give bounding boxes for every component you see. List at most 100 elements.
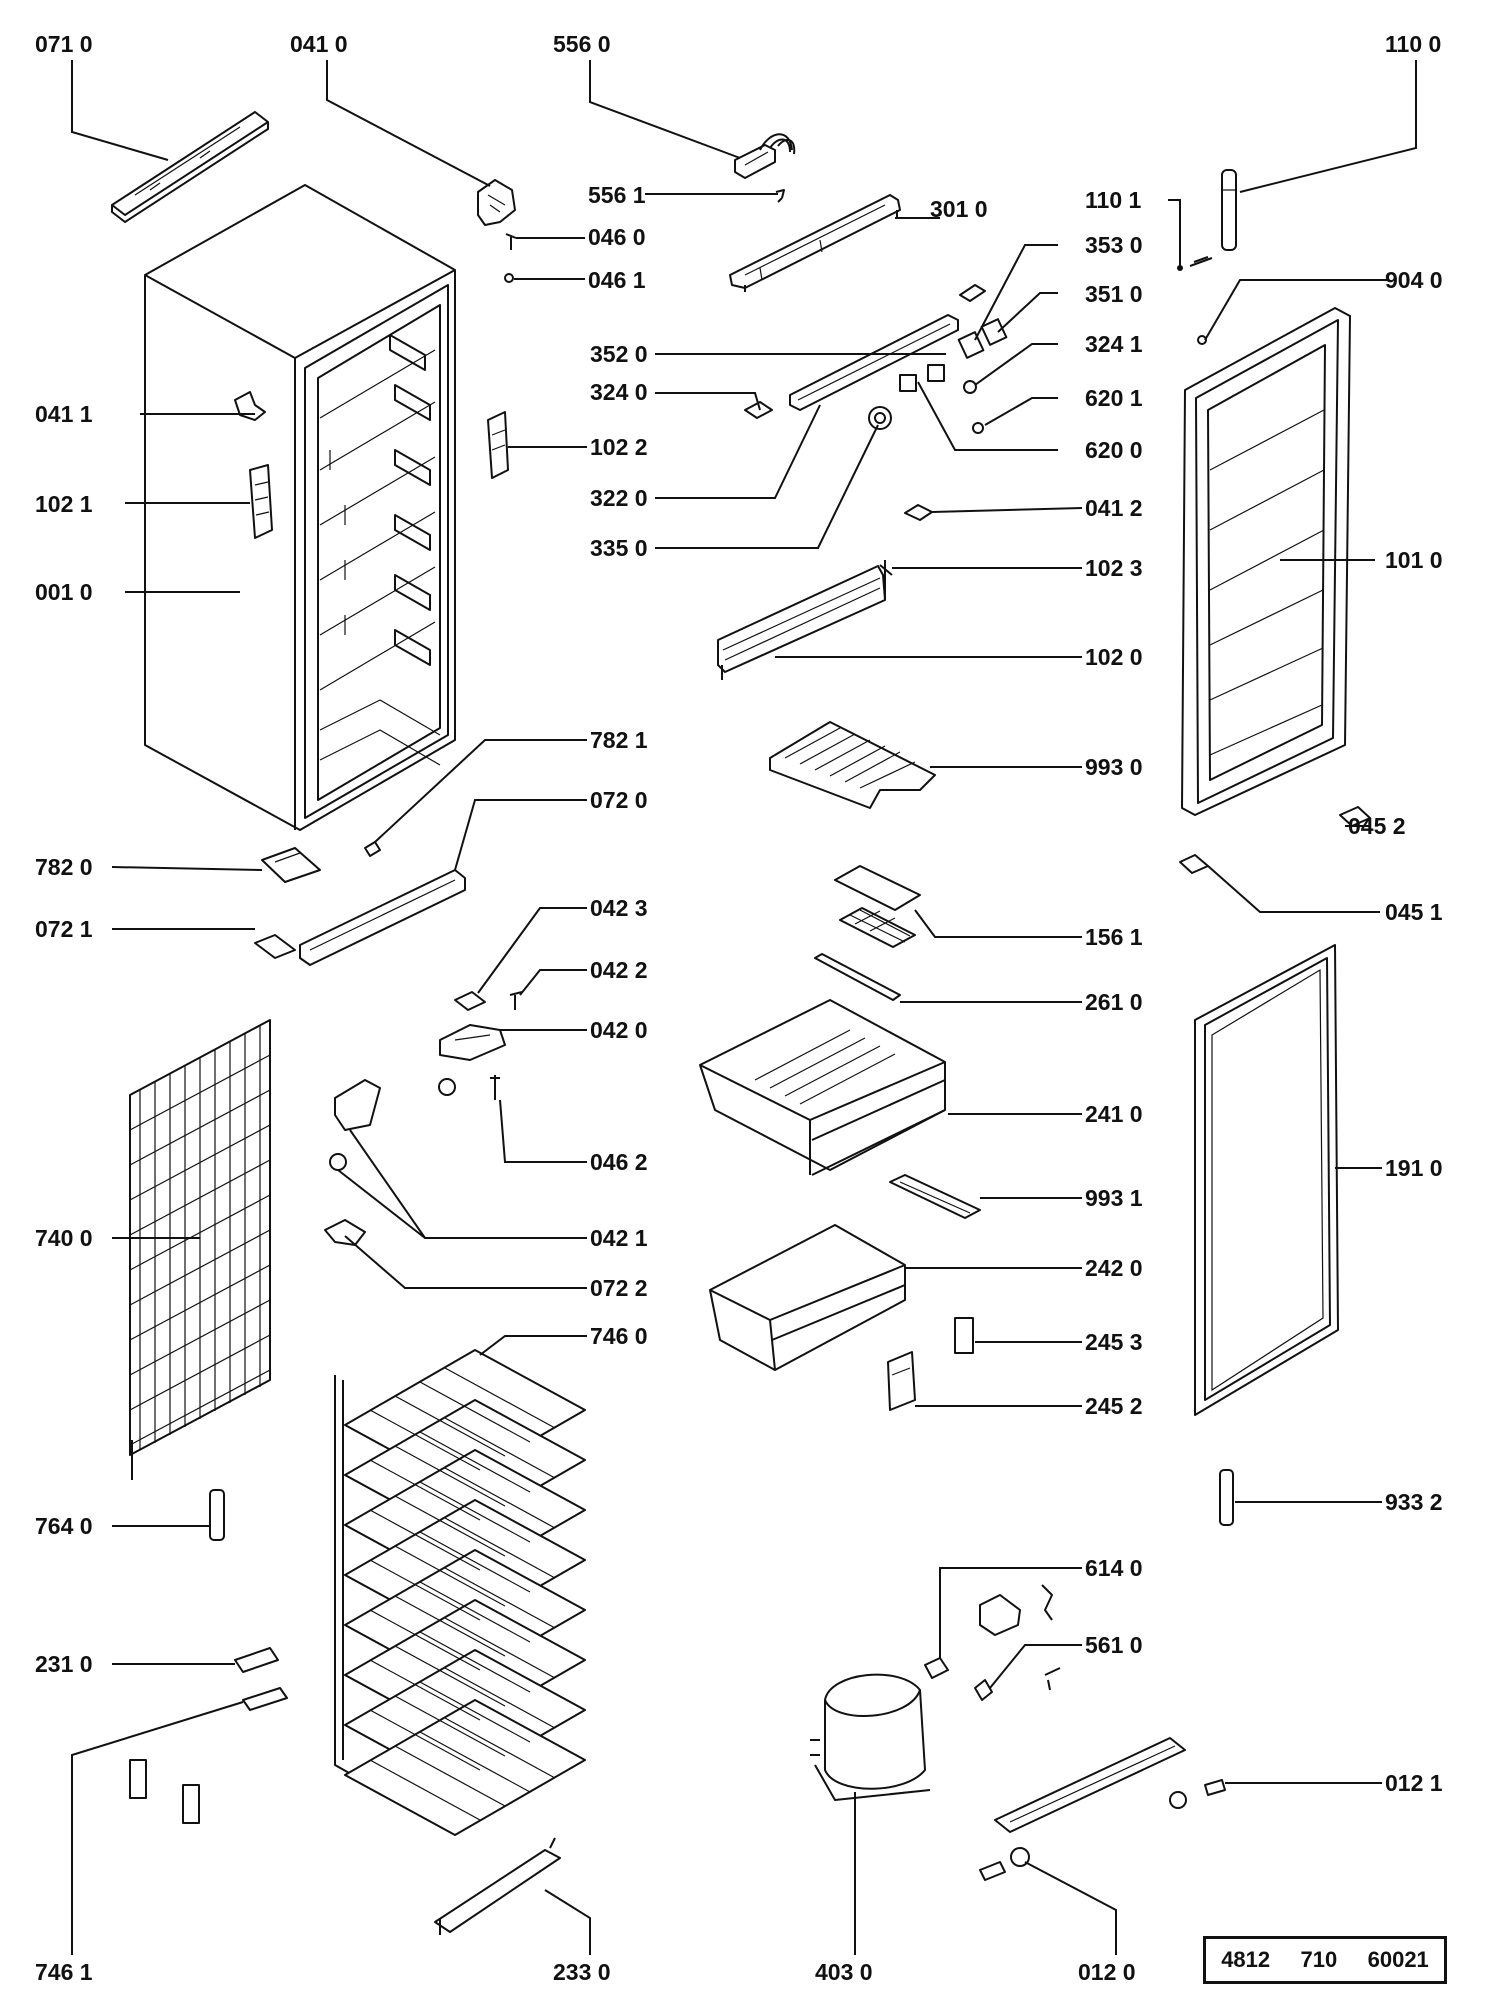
label-933-2: 933 2 bbox=[1385, 1489, 1443, 1515]
label-740-0: 740 0 bbox=[35, 1225, 93, 1251]
part-933-2-drawing bbox=[1219, 1469, 1234, 1526]
label-102-0: 102 0 bbox=[1085, 644, 1143, 670]
label-556-0: 556 0 bbox=[553, 31, 611, 57]
label-101-0: 101 0 bbox=[1385, 547, 1443, 573]
label-045-2: 045 2 bbox=[1348, 813, 1406, 839]
label-352-0: 352 0 bbox=[590, 341, 648, 367]
label-072-0: 072 0 bbox=[590, 787, 648, 813]
label-042-0: 042 0 bbox=[590, 1017, 648, 1043]
part-740-0-condenser-drawing bbox=[129, 1019, 271, 1480]
part-labels: 071 0 041 0 556 0 110 0 556 1 046 0 301 … bbox=[35, 31, 1443, 1985]
part-993-0-drawing bbox=[769, 721, 936, 809]
label-102-1: 102 1 bbox=[35, 491, 93, 517]
part-072-0-drawing bbox=[299, 869, 466, 966]
label-261-0: 261 0 bbox=[1085, 989, 1143, 1015]
label-556-1: 556 1 bbox=[588, 182, 646, 208]
part-042-1-drawing bbox=[329, 1078, 456, 1171]
part-042-2-drawing bbox=[509, 991, 523, 1010]
label-042-2: 042 2 bbox=[590, 957, 648, 983]
part-041-0-drawing bbox=[477, 179, 516, 226]
label-191-0: 191 0 bbox=[1385, 1155, 1443, 1181]
part-001-0-cabinet-drawing bbox=[144, 184, 456, 831]
label-746-0: 746 0 bbox=[590, 1323, 648, 1349]
label-351-0: 351 0 bbox=[1085, 281, 1143, 307]
part-335-0-drawing bbox=[868, 406, 892, 430]
part-191-0-gasket-drawing bbox=[1194, 944, 1339, 1416]
part-045-1-drawing bbox=[1179, 854, 1209, 874]
part-353-0-drawing bbox=[957, 331, 985, 359]
part-046-2-drawing bbox=[490, 1075, 500, 1100]
document-number-box: 4812 710 60021 bbox=[1203, 1936, 1447, 1984]
part-110-0-drawing bbox=[1221, 169, 1237, 251]
part-042-3-drawing bbox=[454, 991, 486, 1011]
part-101-0-door-drawing bbox=[1181, 307, 1351, 816]
part-072-1-drawing bbox=[254, 934, 296, 959]
part-156-1-drawing bbox=[834, 865, 921, 948]
part-042-0-drawing bbox=[439, 1024, 506, 1061]
part-352-0-drawing bbox=[789, 314, 959, 411]
part-245-2-drawing bbox=[887, 1351, 916, 1411]
label-620-0: 620 0 bbox=[1085, 437, 1143, 463]
part-245-3-drawing bbox=[954, 1317, 974, 1354]
label-403-0: 403 0 bbox=[815, 1959, 873, 1985]
label-041-1: 041 1 bbox=[35, 401, 93, 427]
part-561-0-drawing bbox=[974, 1667, 1061, 1701]
label-072-1: 072 1 bbox=[35, 916, 93, 942]
part-102-0-drawing bbox=[717, 565, 886, 680]
part-301-0-drawing bbox=[729, 194, 901, 292]
label-993-0: 993 0 bbox=[1085, 754, 1143, 780]
part-324-0-drawing bbox=[744, 401, 773, 419]
part-403-0-compressor-drawing bbox=[810, 1673, 931, 1801]
part-046-0-drawing bbox=[505, 233, 517, 250]
label-045-1: 045 1 bbox=[1385, 899, 1443, 925]
label-041-0: 041 0 bbox=[290, 31, 348, 57]
part-012-0-drawing bbox=[979, 1847, 1030, 1881]
part-261-0-drawing bbox=[814, 953, 901, 1001]
document-number-part-2: 710 bbox=[1300, 1947, 1338, 1972]
label-231-0: 231 0 bbox=[35, 1651, 93, 1677]
label-993-1: 993 1 bbox=[1085, 1185, 1143, 1211]
label-042-3: 042 3 bbox=[590, 895, 648, 921]
label-041-2: 041 2 bbox=[1085, 495, 1143, 521]
label-335-0: 335 0 bbox=[590, 535, 648, 561]
label-001-0: 001 0 bbox=[35, 579, 93, 605]
leader-lines bbox=[71, 60, 1417, 1955]
label-241-0: 241 0 bbox=[1085, 1101, 1143, 1127]
part-231-0-drawing bbox=[234, 1647, 279, 1673]
part-620-1-drawing bbox=[972, 422, 984, 434]
label-245-2: 245 2 bbox=[1085, 1393, 1143, 1419]
part-782-1-drawing bbox=[364, 841, 381, 857]
part-764-0-drawing bbox=[209, 1489, 225, 1541]
label-110-0: 110 0 bbox=[1385, 31, 1441, 57]
label-012-0: 012 0 bbox=[1078, 1959, 1136, 1985]
part-small-plate-drawing bbox=[959, 284, 986, 302]
label-782-1: 782 1 bbox=[590, 727, 648, 753]
label-242-0: 242 0 bbox=[1085, 1255, 1143, 1281]
part-782-0-drawing bbox=[261, 847, 321, 883]
part-993-1-drawing bbox=[889, 1174, 981, 1219]
part-045-2-drawing bbox=[1339, 806, 1371, 827]
part-241-0-drawing bbox=[699, 999, 946, 1176]
label-764-0: 764 0 bbox=[35, 1513, 93, 1539]
label-353-0: 353 0 bbox=[1085, 232, 1143, 258]
part-110-1-drawing bbox=[1177, 256, 1213, 271]
part-351-0-drawing bbox=[980, 318, 1008, 346]
label-301-0: 301 0 bbox=[930, 196, 988, 222]
label-324-0: 324 0 bbox=[590, 379, 648, 405]
label-046-0: 046 0 bbox=[588, 224, 646, 250]
label-012-1: 012 1 bbox=[1385, 1770, 1443, 1796]
part-012-1-drawing bbox=[994, 1737, 1226, 1833]
label-324-1: 324 1 bbox=[1085, 331, 1143, 357]
label-233-0: 233 0 bbox=[553, 1959, 611, 1985]
document-number-part-3: 60021 bbox=[1367, 1947, 1429, 1972]
label-102-2: 102 2 bbox=[590, 434, 648, 460]
label-904-0: 904 0 bbox=[1385, 267, 1443, 293]
label-746-1: 746 1 bbox=[35, 1959, 93, 1985]
part-071-0-drawing bbox=[111, 111, 269, 223]
label-042-1: 042 1 bbox=[590, 1225, 648, 1251]
label-156-1: 156 1 bbox=[1085, 924, 1143, 950]
part-242-0-drawing bbox=[709, 1224, 906, 1371]
document-number-part-1: 4812 bbox=[1221, 1947, 1271, 1972]
part-relay-drawing bbox=[979, 1584, 1053, 1636]
